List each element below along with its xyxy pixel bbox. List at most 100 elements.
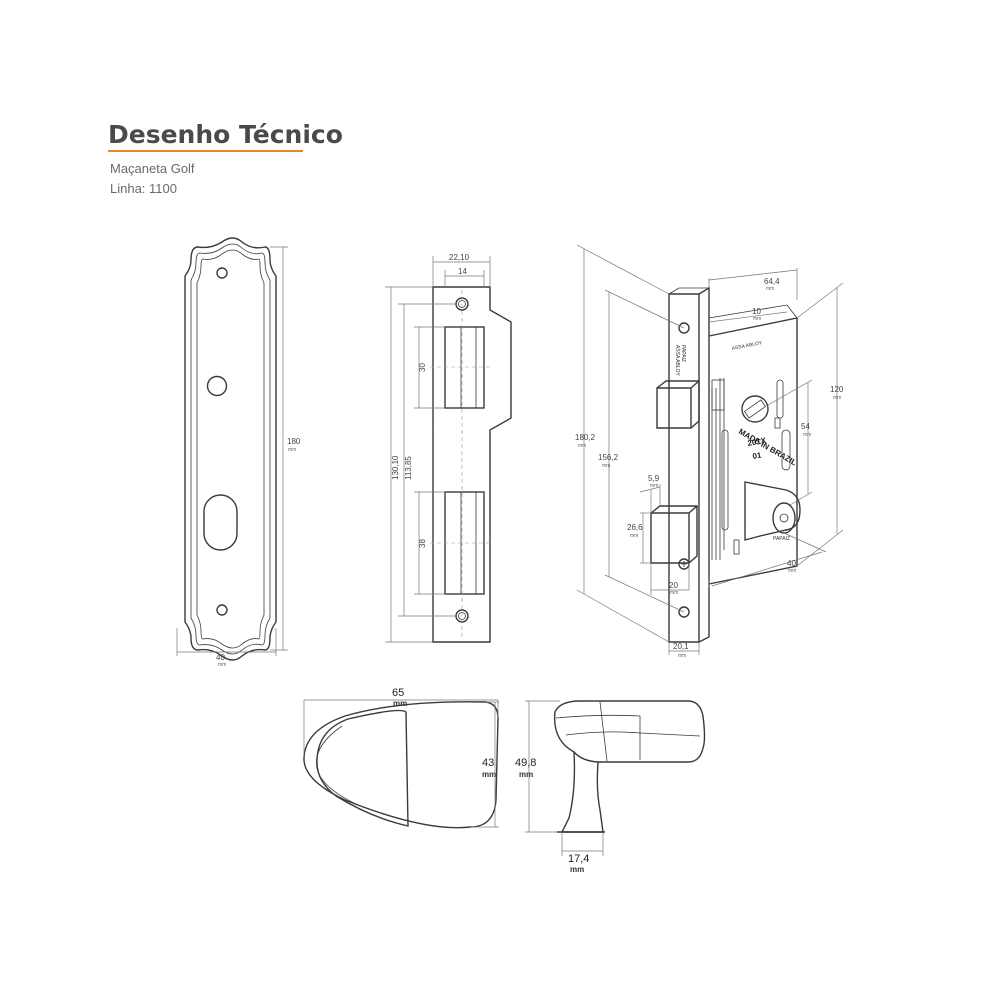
unit-label: mm [670, 590, 678, 596]
knob-side-view: 49,8 mm 17,4 mm [515, 700, 706, 874]
top-screw-hole [216, 267, 228, 279]
unit-label: mm [570, 865, 584, 874]
unit-label: mm [578, 443, 586, 449]
knob-neck-value: 17,4 [568, 853, 589, 865]
dimension-line-5-9 [639, 486, 661, 493]
escutcheon-height-value: 180 [287, 437, 301, 446]
strike-screw-spacing-value: 113,85 [404, 456, 413, 480]
deadbolt [650, 505, 698, 564]
product-line: Linha: 1100 [110, 181, 177, 196]
case-peg-2 [774, 417, 781, 429]
latch-spring-block [711, 379, 725, 411]
bottom-screw-hole [216, 604, 228, 616]
screw-spacing-value: 156,2 [598, 453, 619, 462]
faceplate-side [698, 286, 710, 643]
knob-length-value: 65 [392, 687, 404, 699]
faceplate-top-screw [678, 322, 690, 334]
unit-label: mm [482, 770, 496, 779]
upper-opening-value: 30 [418, 363, 427, 372]
body-height-value: 120 [830, 385, 844, 394]
bolt-offset-value: 20 [669, 581, 678, 590]
case-peg [733, 539, 740, 555]
backset-value: 40 [787, 559, 796, 568]
cylinder-brand: PAPAIZ [773, 536, 790, 542]
case-slot-3 [721, 429, 729, 531]
faceplate-brand: ASSA ABLOY [674, 345, 680, 377]
case-slot-2 [781, 429, 791, 471]
ext-line [576, 244, 670, 295]
ext-line [604, 574, 685, 613]
lock-depth-value: 64,4 [764, 277, 780, 286]
mortise-lock-view: ASSA ABLOY PAPAIZ ASSA ABLOY MADE IN BRA… [575, 244, 844, 659]
escutcheon-view: 180 mm 40 mm [176, 237, 301, 668]
escutcheon-width-value: 40 [216, 653, 225, 662]
ext-line [604, 289, 685, 329]
cylinder-keyhole [779, 513, 789, 523]
cylinder-body [744, 481, 801, 541]
lower-opening-value: 38 [418, 539, 427, 548]
page-title: Desenho Técnico [108, 120, 343, 149]
model-marking: 201X [747, 436, 768, 448]
escutcheon-outline [184, 237, 277, 661]
code-marking: 01 [752, 450, 763, 461]
made-in-marking: MADE IN BRAZIL [737, 427, 798, 468]
knob-width-value: 43 [482, 757, 494, 769]
faceplate-top-edge [668, 287, 680, 295]
unit-label: mm [519, 770, 533, 779]
unit-label: mm [630, 533, 638, 539]
ext-line [789, 491, 813, 506]
dimension-line-64-4 [708, 269, 798, 281]
unit-label: mm [766, 286, 774, 292]
knob-head-outline [553, 700, 706, 763]
spindle-hub [741, 395, 769, 423]
unit-label: mm [393, 699, 407, 708]
unit-label: mm [833, 395, 841, 401]
face-height-value: 180,2 [575, 433, 596, 442]
face-to-body-value: 10 [752, 307, 761, 316]
cylinder-face [772, 502, 796, 534]
knob-top-face [316, 709, 409, 827]
knob-head-line [555, 701, 701, 762]
escutcheon-bevel-line [196, 249, 265, 649]
dimension-line-10 [708, 311, 788, 323]
lock-case-top [708, 304, 798, 336]
unit-label: mm [788, 568, 796, 574]
strike-height-value: 130,10 [391, 455, 400, 480]
unit-label: mm [803, 432, 811, 438]
latch-bolt [656, 380, 700, 429]
mechanism-guide [711, 378, 725, 560]
header: Desenho Técnico Maçaneta Golf Linha: 110… [108, 120, 343, 196]
faceplate-brand-2: PAPAIZ [680, 345, 686, 362]
unit-label: mm [678, 653, 686, 659]
ext-line [783, 532, 827, 553]
strike-inner-width-value: 14 [458, 267, 467, 276]
product-name: Maçaneta Golf [110, 161, 195, 176]
case-brand: ASSA ABLOY [731, 340, 763, 352]
spindle-hole [206, 375, 228, 397]
unit-label: mm [602, 463, 610, 469]
knob-top-view: 65 mm 43 mm [303, 687, 499, 829]
ext-line [796, 282, 844, 319]
strike-outer-width-value: 22,10 [449, 253, 470, 262]
knob-top-outline [303, 701, 499, 829]
unit-label: mm [288, 447, 296, 453]
knob-top-bevel [316, 725, 361, 807]
ext-line [576, 589, 670, 643]
knob-height-value: 49,8 [515, 757, 536, 769]
escutcheon-inner-outline [190, 243, 271, 655]
unit-label: mm [218, 662, 226, 668]
key-slot [203, 494, 238, 551]
knob-neck [560, 751, 604, 833]
lock-case [708, 317, 798, 585]
bolt-height-value: 26,6 [627, 523, 643, 532]
deadbolt-opening [444, 491, 485, 595]
bolt-width-value: 5,9 [648, 474, 660, 483]
cylinder-offset-value: 54 [801, 422, 810, 431]
spindle-square [743, 399, 767, 419]
unit-label: mm [753, 316, 761, 322]
ext-line [796, 529, 844, 567]
dimension-line-40 [711, 551, 823, 587]
unit-label: mm [650, 483, 658, 489]
faceplate-width-value: 20,1 [673, 642, 689, 651]
screw-cross [681, 561, 687, 567]
